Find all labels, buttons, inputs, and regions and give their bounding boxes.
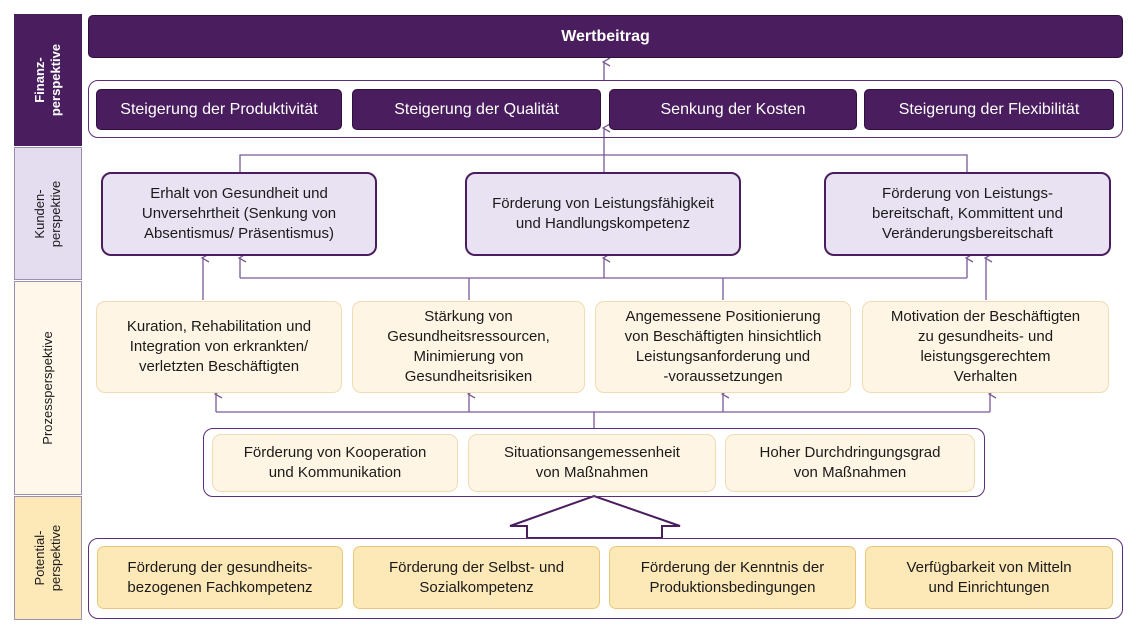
potential-box-3: Förderung der Kenntnis der Produktionsbe…: [609, 546, 856, 609]
process-box-2-label: Stärkung von Gesundheitsressourcen, Mini…: [387, 308, 550, 385]
potential-box-4: Verfügbarkeit von Mitteln und Einrichtun…: [865, 546, 1113, 609]
potential-box-1: Förderung der gesundheits- bezogenen Fac…: [97, 546, 343, 609]
potential-box-2: Förderung der Selbst- und Sozialkompeten…: [353, 546, 600, 609]
process-box-1-label: Kuration, Rehabilitation und Integration…: [126, 318, 312, 375]
kunden-box-2-label: Förderung von Leistungsfähigkeit und Han…: [492, 195, 714, 232]
side-label-potential: Potential- perspektive: [14, 496, 82, 620]
process-box-3: Angemessene Positionierung von Beschäfti…: [595, 301, 851, 393]
process-box-4: Motivation der Beschäftigten zu gesundhe…: [862, 301, 1109, 393]
process-mid-box-3-label: Hoher Durchdringungsgrad von Maßnahmen: [759, 444, 941, 481]
finance-box-3-label: Senkung der Kosten: [660, 100, 806, 118]
kunden-box-3: Förderung von Leistungs- bereitschaft, K…: [824, 172, 1111, 256]
process-box-4-label: Motivation der Beschäftigten zu gesundhe…: [890, 308, 1081, 385]
big-up-arrow-icon: [509, 494, 681, 539]
finance-box-4-label: Steigerung der Flexibilität: [898, 100, 1080, 118]
kunden-box-3-label: Förderung von Leistungs- bereitschaft, K…: [872, 185, 1063, 242]
potential-box-3-label: Förderung der Kenntnis der Produktionsbe…: [640, 558, 825, 596]
potential-frame: [88, 538, 1123, 619]
process-box-2: Stärkung von Gesundheitsressourcen, Mini…: [352, 301, 585, 393]
potential-box-4-label: Verfügbarkeit von Mitteln und Einrichtun…: [906, 558, 1072, 596]
finance-frame: [88, 80, 1123, 138]
kunden-box-1: Erhalt von Gesundheit und Unversehrtheit…: [101, 172, 377, 256]
finance-box-1-label: Steigerung der Produktivität: [120, 100, 318, 118]
side-label-prozess: Prozessperspektive: [14, 281, 82, 495]
process-mid-box-2-label: Situationsangemessenheit von Maßnahmen: [504, 444, 680, 481]
wertbeitrag-box: Wertbeitrag: [88, 15, 1123, 58]
finance-box-2-label: Steigerung der Qualität: [394, 100, 559, 118]
potential-box-2-label: Förderung der Selbst- und Sozialkompeten…: [388, 558, 565, 596]
process-box-3-label: Angemessene Positionierung von Beschäfti…: [624, 308, 822, 385]
finance-box-4: Steigerung der Flexibilität: [864, 89, 1114, 130]
finance-box-1: Steigerung der Produktivität: [96, 89, 342, 130]
process-mid-box-1: Förderung von Kooperation und Kommunikat…: [212, 434, 458, 492]
process-mid-box-1-label: Förderung von Kooperation und Kommunikat…: [243, 444, 427, 481]
potential-box-1-label: Förderung der gesundheits- bezogenen Fac…: [127, 558, 313, 596]
side-label-kunden: Kunden- perspektive: [14, 147, 82, 280]
kunden-box-2: Förderung von Leistungsfähigkeit und Han…: [465, 172, 741, 256]
process-mid-box-2: Situationsangemessenheit von Maßnahmen: [468, 434, 716, 492]
side-label-finanz: Finanz- perspektive: [14, 14, 82, 146]
kunden-box-1-label: Erhalt von Gesundheit und Unversehrtheit…: [141, 185, 337, 242]
wertbeitrag-label: Wertbeitrag: [561, 27, 650, 45]
process-mid-frame: [203, 428, 985, 497]
finance-box-3: Senkung der Kosten: [609, 89, 857, 130]
process-box-1: Kuration, Rehabilitation und Integration…: [96, 301, 342, 393]
finance-box-2: Steigerung der Qualität: [352, 89, 601, 130]
process-mid-box-3: Hoher Durchdringungsgrad von Maßnahmen: [725, 434, 975, 492]
